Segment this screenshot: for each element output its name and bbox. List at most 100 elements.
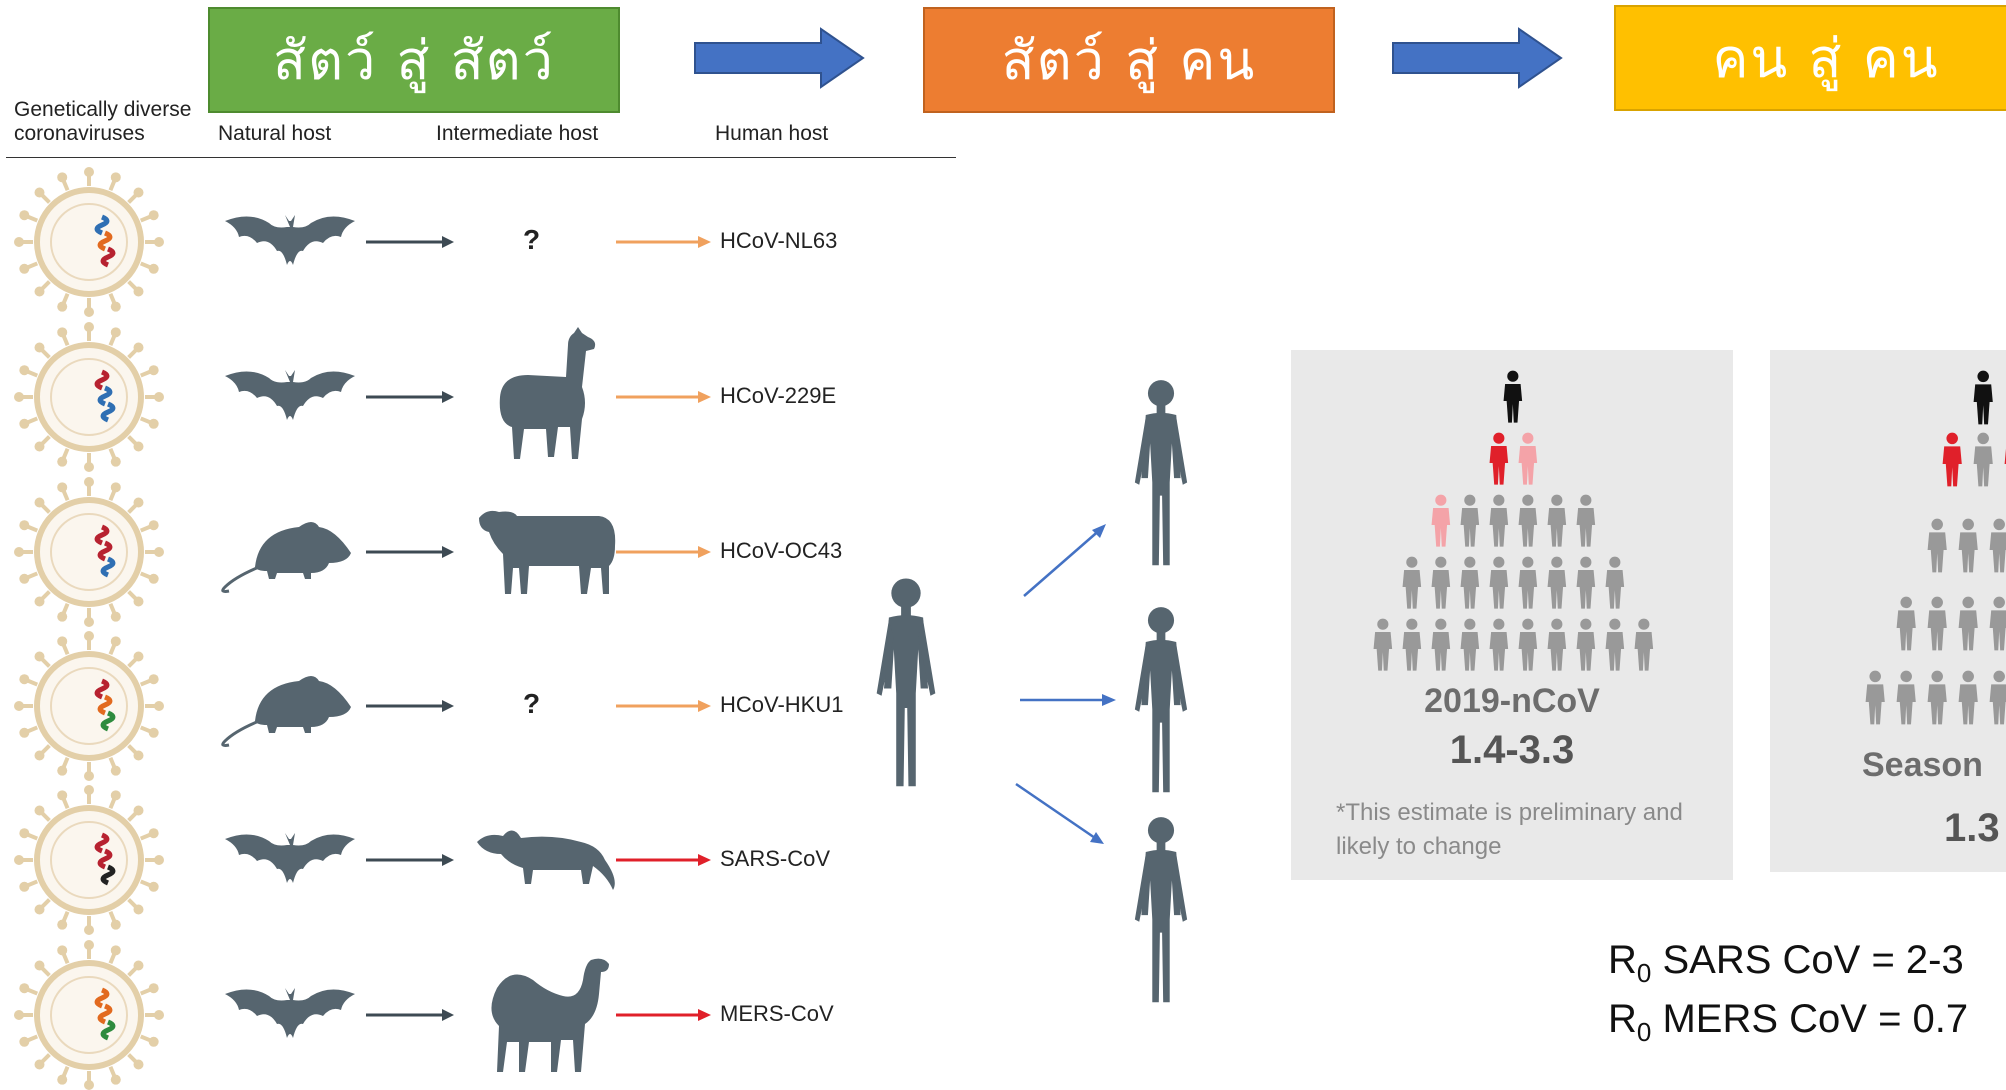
header-human-host: Human host: [715, 122, 828, 146]
person-icon: [1926, 596, 1948, 650]
header-rule: [6, 157, 956, 158]
person-icon: [1988, 518, 2006, 572]
person-icon: [1546, 618, 1568, 671]
r0-panel-ncov-value: 1.4-3.3: [1291, 728, 1733, 773]
transmission-arrow: [366, 698, 456, 714]
header-intermediate-host: Intermediate host: [436, 122, 598, 146]
r0-mers-text: MERS CoV = 0.7: [1651, 997, 1968, 1041]
banner-human-to-human: คน สู่ คน: [1614, 5, 2006, 111]
r0-subscript: 0: [1637, 1017, 1651, 1047]
person-icon: [1941, 432, 1963, 486]
person-icon: [1502, 370, 1524, 423]
coronavirus-particle-icon: [14, 167, 164, 317]
r0-symbol: R: [1608, 997, 1637, 1041]
transmission-arrow: [366, 852, 456, 868]
rodent-natural-host-icon: [215, 507, 365, 597]
spread-arrow-up: [1020, 520, 1110, 600]
person-icon: [1517, 556, 1539, 609]
human-transmission-arrow: [616, 389, 712, 405]
person-icon: [1604, 556, 1626, 609]
person-icon: [1459, 494, 1481, 547]
spread-arrow-down: [1012, 780, 1112, 850]
person-icon: [1575, 618, 1597, 671]
bat-natural-host-icon: [215, 980, 365, 1050]
person-icon: [1972, 432, 1994, 486]
person-icon: [1430, 494, 1452, 547]
human-figure-bottom: [1128, 815, 1194, 1011]
person-icon: [1401, 618, 1423, 671]
rodent-natural-host-icon: [215, 661, 365, 751]
person-icon: [1957, 670, 1979, 724]
person-icon: [1430, 618, 1452, 671]
spread-arrow-middle: [1018, 688, 1118, 712]
person-icon: [1604, 618, 1626, 671]
header-natural-host: Natural host: [218, 122, 331, 146]
person-icon: [1546, 556, 1568, 609]
person-icon: [1926, 518, 1948, 572]
virus-label: HCoV-HKU1: [720, 692, 843, 718]
transmission-arrow: [366, 544, 456, 560]
header-diverse: Genetically diverse coronaviruses: [14, 98, 214, 146]
bat-natural-host-icon: [215, 207, 365, 277]
human-figure-middle: [1128, 605, 1194, 801]
r0-panel-seasonal-title: Season: [1862, 746, 1983, 785]
person-icon: [1459, 556, 1481, 609]
r0-panel-seasonal-value: 1.3: [1944, 806, 2000, 851]
person-icon: [1459, 618, 1481, 671]
virus-label: HCoV-NL63: [720, 228, 837, 254]
person-icon: [1972, 370, 1994, 424]
virus-label: HCoV-229E: [720, 383, 836, 409]
person-icon: [1517, 494, 1539, 547]
person-icon: [1926, 670, 1948, 724]
person-icon: [1957, 596, 1979, 650]
flow-arrow-2: [1391, 27, 1563, 89]
person-icon: [1988, 596, 2006, 650]
person-icon: [1633, 618, 1655, 671]
person-icon: [1575, 556, 1597, 609]
person-icon: [1895, 596, 1917, 650]
person-icon: [1430, 556, 1452, 609]
coronavirus-particle-icon: [14, 477, 164, 627]
banner-animal-to-animal: สัตว์ สู่ สัตว์: [208, 7, 620, 113]
virus-label: MERS-CoV: [720, 1001, 834, 1027]
camel-intermediate-host-icon: [473, 950, 623, 1080]
banner-animal-to-human: สัตว์ สู่ คน: [923, 7, 1335, 113]
r0-panel-ncov-title: 2019-nCoV: [1291, 682, 1733, 721]
unknown-intermediate-host: ?: [523, 224, 540, 256]
civet-intermediate-host-icon: [473, 820, 623, 900]
human-transmission-arrow: [616, 698, 712, 714]
bat-natural-host-icon: [215, 362, 365, 432]
central-human-figure: [853, 576, 959, 796]
person-icon: [1957, 518, 1979, 572]
coronavirus-particle-icon: [14, 785, 164, 935]
virus-label: SARS-CoV: [720, 846, 830, 872]
person-icon: [1488, 494, 1510, 547]
virus-label: HCoV-OC43: [720, 538, 842, 564]
r0-symbol: R: [1608, 938, 1637, 982]
coronavirus-particle-icon: [14, 940, 164, 1090]
person-icon: [1488, 556, 1510, 609]
coronavirus-particle-icon: [14, 631, 164, 781]
flow-arrow-1: [693, 27, 865, 89]
person-icon: [1488, 618, 1510, 671]
r0-sars-text: SARS CoV = 2-3: [1651, 938, 1963, 982]
r0-panel-ncov-note: *This estimate is preliminary and likely…: [1336, 796, 1706, 864]
r0-subscript: 0: [1637, 958, 1651, 988]
transmission-arrow: [366, 234, 456, 250]
person-icon: [1372, 618, 1394, 671]
coronavirus-particle-icon: [14, 322, 164, 472]
human-transmission-arrow: [616, 1007, 712, 1023]
person-icon: [1864, 670, 1886, 724]
cattle-intermediate-host-icon: [473, 502, 623, 602]
person-icon: [1988, 670, 2006, 724]
human-figure-top: [1128, 378, 1194, 574]
transmission-arrow: [366, 1007, 456, 1023]
person-icon: [1517, 432, 1539, 485]
human-transmission-arrow: [616, 234, 712, 250]
person-icon: [1401, 556, 1423, 609]
person-icon: [1575, 494, 1597, 547]
r0-mers-line: R0 MERS CoV = 0.7: [1608, 997, 1968, 1048]
unknown-intermediate-host: ?: [523, 688, 540, 720]
r0-sars-line: R0 SARS CoV = 2-3: [1608, 938, 1964, 989]
person-icon: [1517, 618, 1539, 671]
